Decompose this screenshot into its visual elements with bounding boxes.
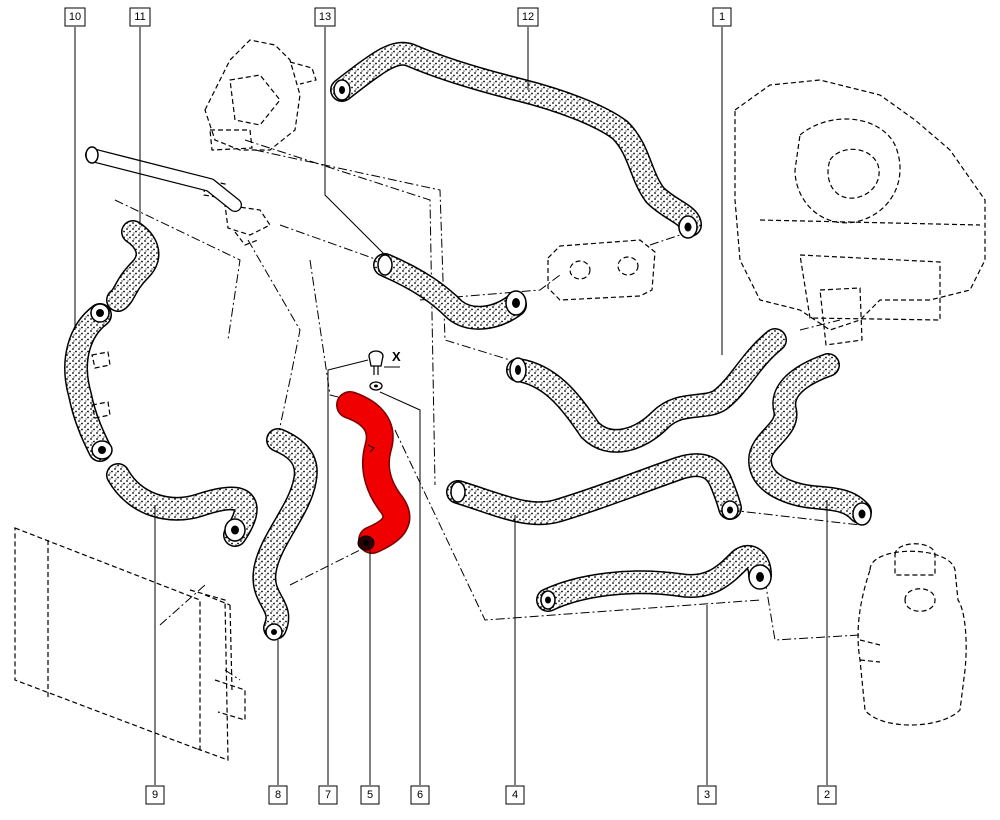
svg-text:12: 12 [522,11,534,23]
svg-text:3: 3 [704,789,710,801]
hose-10[interactable] [64,303,113,462]
callout-5: 5 [360,785,380,805]
hose-8[interactable] [252,428,318,641]
leader-lines [74,27,828,785]
hose-3[interactable] [536,544,772,612]
callout-11: 11 [129,7,151,27]
callout-10: 10 [64,7,86,27]
svg-text:4: 4 [512,789,518,801]
connection-lines [114,139,861,681]
callout-2: 2 [817,785,837,805]
callout-13: 13 [314,7,336,27]
callout-1: 1 [712,7,732,27]
hose-13[interactable] [373,253,527,330]
hose-9[interactable] [106,463,258,547]
hose-11[interactable] [106,220,160,312]
svg-text:1: 1 [719,11,725,23]
svg-text:7: 7 [325,789,331,801]
callout-7: 7 [318,785,338,805]
callout-3: 3 [697,785,717,805]
metal-pipe [85,146,242,212]
heater-blower-sketch [734,79,986,346]
callout-4: 4 [505,785,525,805]
hose-2[interactable] [748,353,872,526]
thermostat-housing-sketch [547,239,656,301]
svg-text:10: 10 [69,11,81,23]
callout-12: 12 [517,7,539,27]
svg-text:13: 13 [319,11,331,23]
expansion-tank-sketch [857,543,967,726]
svg-text:5: 5 [367,789,373,801]
callout-9: 9 [145,785,165,805]
callout-6: 6 [410,785,430,805]
svg-text:6: 6 [417,789,423,801]
svg-text:9: 9 [152,789,158,801]
fastener-x-label: X [392,349,401,364]
radiator-sketch [14,527,246,761]
fastener-x[interactable]: X [368,349,401,391]
svg-text:8: 8 [275,789,281,801]
callout-8: 8 [268,785,288,805]
svg-text:2: 2 [824,789,830,801]
hose-5-highlighted[interactable] [336,391,411,554]
hose-4[interactable] [446,453,742,526]
svg-text:11: 11 [134,11,145,23]
engine-block-sketch [204,39,317,151]
hose-1[interactable] [506,328,787,453]
hose-12[interactable] [330,41,702,239]
